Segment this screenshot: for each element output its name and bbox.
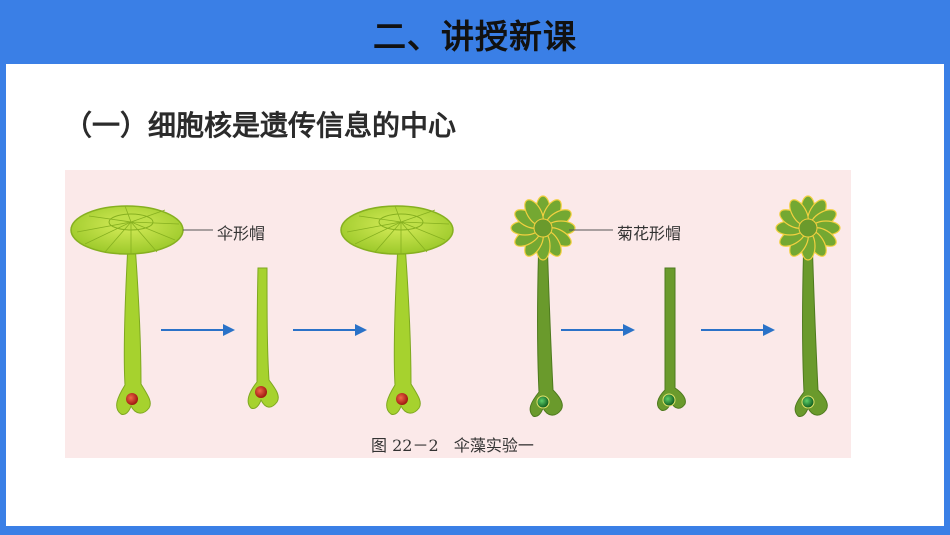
slide-body: （一）细胞核是遗传信息的中心 — [6, 64, 944, 526]
arrow-right-icon — [161, 324, 235, 336]
chrysanthemum-alga-regenerated — [775, 195, 841, 417]
umbrella-alga-experiment-figure: 伞形帽 菊花形帽 图 22－2 伞藻实验一 — [65, 170, 851, 458]
chrysanthemum-alga-stalk — [657, 267, 686, 411]
chrysanthemum-cap-label: 菊花形帽 — [617, 224, 682, 243]
arrow-right-icon — [701, 324, 775, 336]
figure-caption: 图 22－2 伞藻实验一 — [371, 436, 534, 455]
umbrella-cap-label: 伞形帽 — [217, 224, 266, 243]
slide-header — [0, 0, 950, 64]
arrow-right-icon — [561, 324, 635, 336]
umbrella-alga-stalk — [247, 267, 279, 409]
umbrella-alga-regenerated — [340, 205, 454, 415]
figure-illustration — [70, 195, 841, 417]
umbrella-alga-whole — [70, 205, 184, 415]
slide-title: 二、讲授新课 — [373, 17, 577, 56]
arrow-right-icon — [293, 324, 367, 336]
section-heading: （一）细胞核是遗传信息的中心 — [64, 109, 457, 142]
chrysanthemum-alga-whole — [510, 195, 576, 417]
